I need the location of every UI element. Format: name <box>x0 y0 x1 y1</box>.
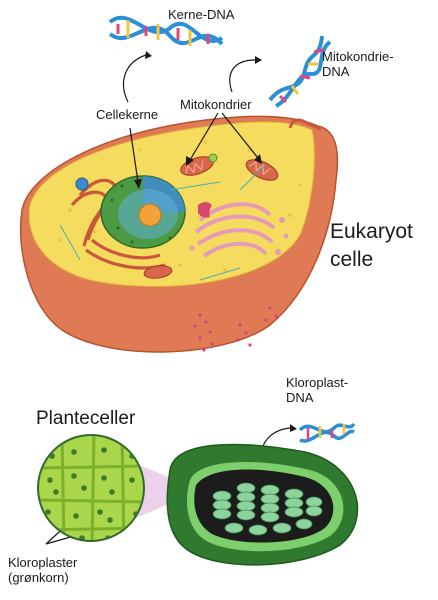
label-kerne-dna: Kerne-DNA <box>168 7 235 22</box>
zoom-cone <box>132 462 200 520</box>
label-cellekerne: Cellekerne <box>96 107 159 122</box>
cytoskeleton <box>59 164 266 281</box>
cell-protrusion <box>288 118 322 131</box>
thylakoid-stacks <box>212 482 323 536</box>
lysosome <box>75 177 89 191</box>
mitochondrial-dna-icon <box>268 35 332 108</box>
vesicle-red <box>198 202 212 218</box>
arrow-nucleus-to-dna <box>122 54 147 103</box>
centriole <box>208 153 218 163</box>
label-kloroplaster: Kloroplaster (grønkorn) <box>8 555 78 585</box>
mitochondrion-3 <box>143 265 173 279</box>
arrow-mito-to-dna <box>229 59 256 93</box>
arrow-label-to-mito-1 <box>189 112 219 161</box>
chloroplast-dna-icon <box>298 422 356 443</box>
eukaryotic-cell <box>19 115 339 353</box>
chloroplast <box>166 443 359 566</box>
plant-cell-tissue <box>37 434 200 542</box>
label-kloroplast-dna: Kloroplast- DNA <box>286 375 349 405</box>
label-mitokondrier: Mitokondrier <box>180 97 252 112</box>
golgi-apparatus <box>194 202 276 258</box>
nucleus <box>100 175 186 249</box>
arrow-label-to-mito-2 <box>221 112 259 159</box>
arrow-label-to-nucleus <box>129 127 139 183</box>
nuclear-dna-icon <box>108 15 224 46</box>
secretory-vesicles <box>193 306 278 352</box>
golgi-vesicles <box>189 217 289 255</box>
label-planteceller: Planteceller <box>36 408 136 429</box>
nucleolus <box>138 203 162 227</box>
mitochondrion-2 <box>245 159 279 181</box>
label-mitokondrie-dna: Mitokondrie- DNA <box>322 49 394 79</box>
label-eukaryot-celle: Eukaryot celle <box>330 220 413 272</box>
